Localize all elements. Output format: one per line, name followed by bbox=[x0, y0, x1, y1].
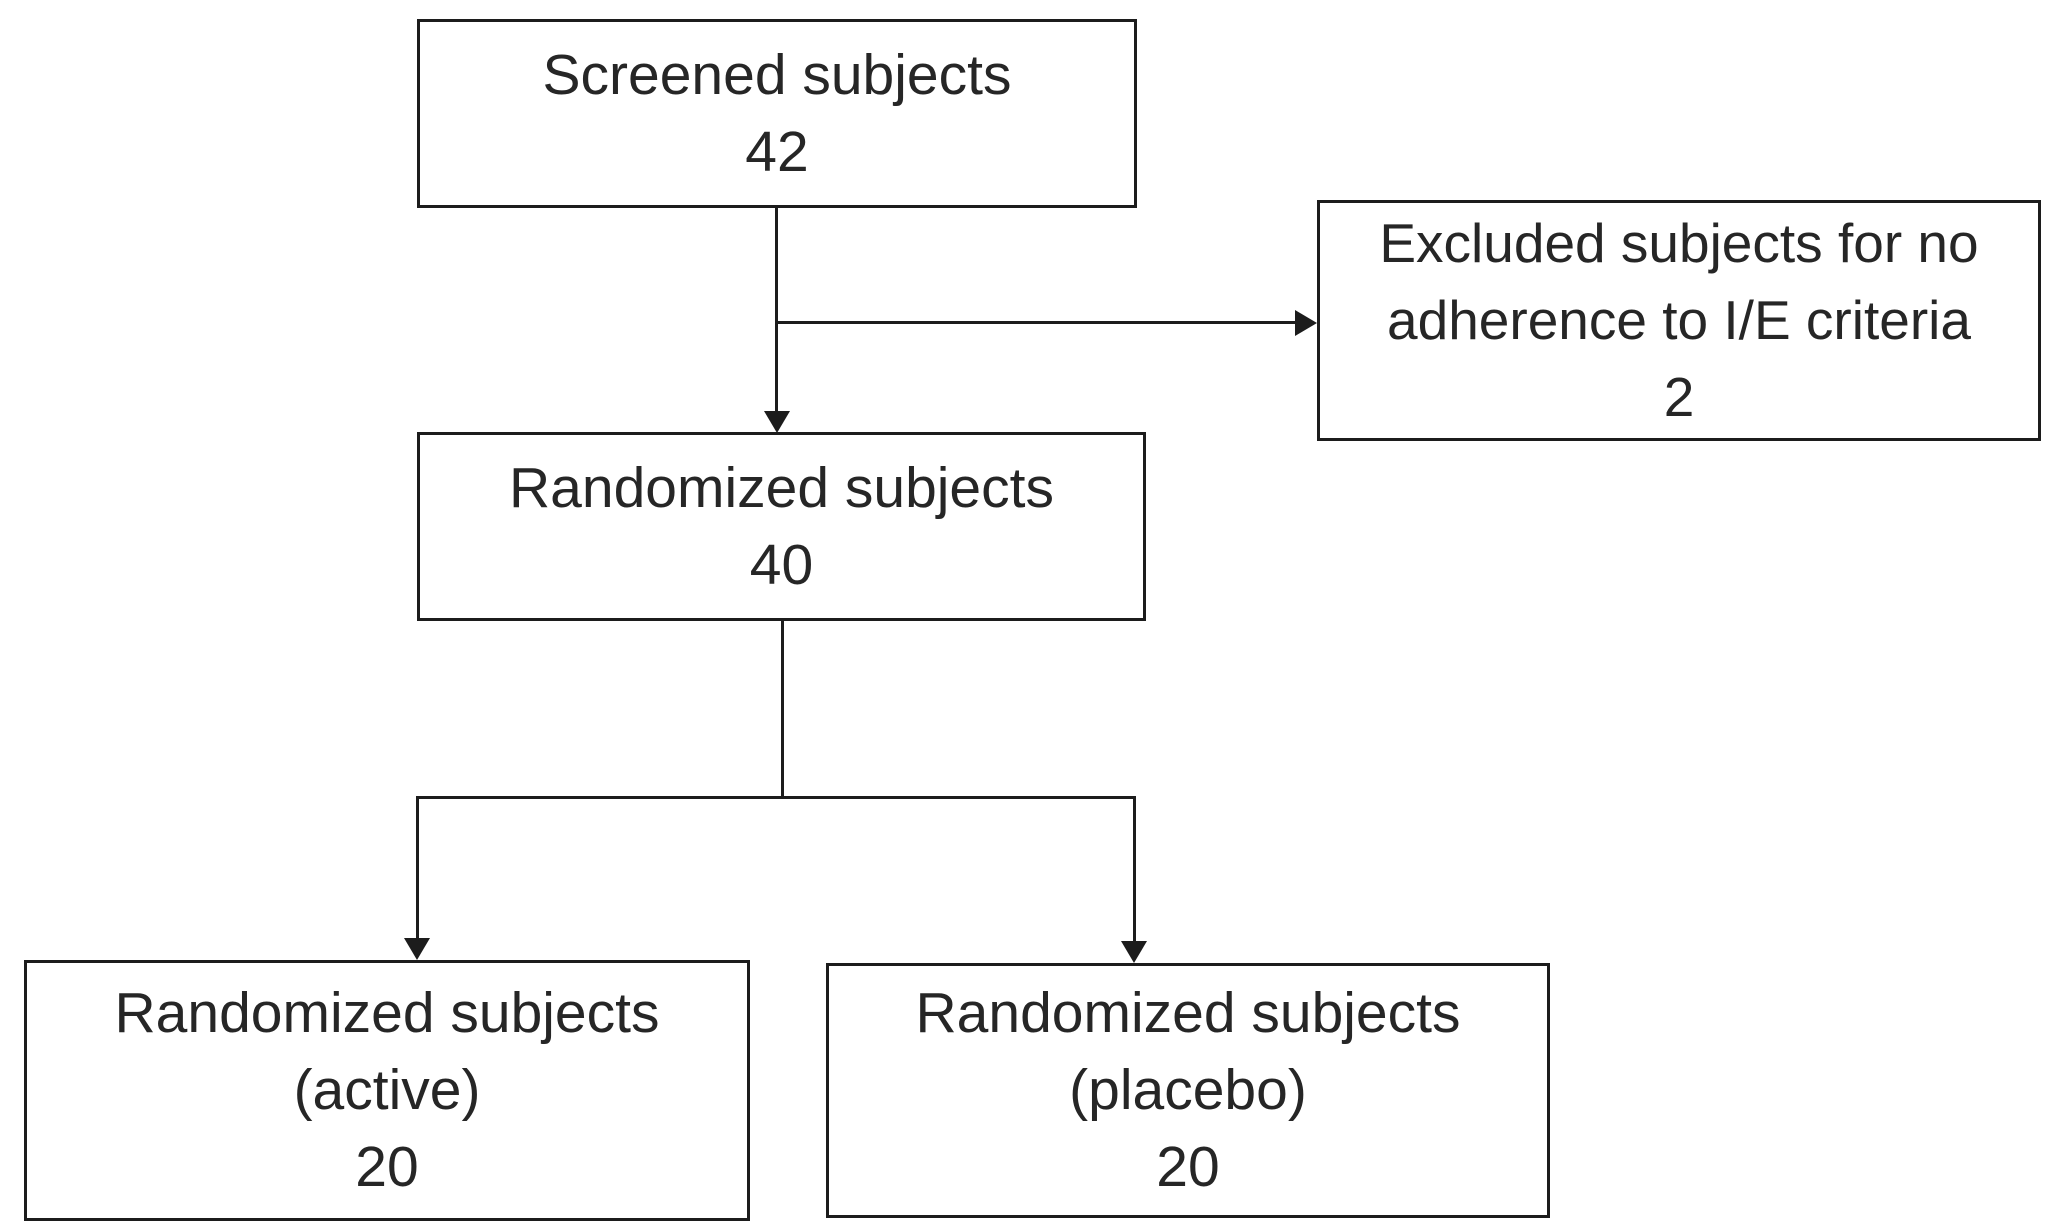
connector-split-bar bbox=[416, 796, 1136, 799]
randomized-placebo-label: Randomized subjects bbox=[915, 981, 1461, 1045]
connector-split-to-placebo bbox=[1133, 796, 1136, 943]
randomized-placebo-sublabel: (placebo) bbox=[1069, 1058, 1307, 1122]
connector-screened-to-randomized bbox=[775, 208, 778, 414]
excluded-subjects-label-line2: adherence to I/E criteria bbox=[1387, 289, 1971, 351]
excluded-subjects-count: 2 bbox=[1663, 366, 1695, 428]
screened-subjects-count: 42 bbox=[745, 119, 809, 184]
screened-subjects-box: Screened subjects 42 bbox=[417, 19, 1137, 208]
randomized-subjects-box: Randomized subjects 40 bbox=[417, 432, 1146, 621]
excluded-subjects-label-line1: Excluded subjects for no bbox=[1379, 212, 1979, 274]
randomized-subjects-count: 40 bbox=[749, 532, 814, 597]
connector-randomized-stem bbox=[781, 621, 784, 798]
randomized-placebo-count: 20 bbox=[1156, 1135, 1220, 1199]
randomized-active-count: 20 bbox=[355, 1135, 419, 1199]
randomized-active-box: Randomized subjects (active) 20 bbox=[24, 960, 750, 1221]
screened-subjects-label: Screened subjects bbox=[542, 42, 1012, 107]
excluded-subjects-box: Excluded subjects for no adherence to I/… bbox=[1317, 200, 2041, 441]
randomized-placebo-box: Randomized subjects (placebo) 20 bbox=[826, 963, 1550, 1218]
randomized-active-sublabel: (active) bbox=[293, 1058, 481, 1122]
arrowhead-right-to-excluded-icon bbox=[1295, 310, 1317, 336]
arrowhead-down-to-randomized-icon bbox=[764, 411, 790, 433]
arrowhead-down-to-active-icon bbox=[404, 938, 430, 960]
connector-screened-to-excluded bbox=[775, 321, 1297, 324]
arrowhead-down-to-placebo-icon bbox=[1121, 941, 1147, 963]
connector-split-to-active bbox=[416, 796, 419, 942]
randomized-subjects-label: Randomized subjects bbox=[509, 455, 1054, 520]
randomized-active-label: Randomized subjects bbox=[114, 981, 660, 1045]
